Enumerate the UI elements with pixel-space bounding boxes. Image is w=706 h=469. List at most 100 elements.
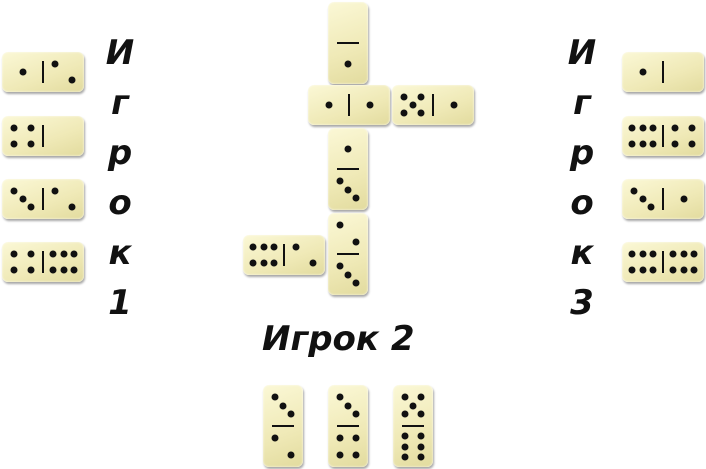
label-character: к <box>570 233 594 273</box>
pip <box>336 451 344 459</box>
pip <box>70 266 78 274</box>
board-domino-1-3[interactable] <box>328 128 368 210</box>
pip <box>292 243 300 251</box>
player2-domino[interactable] <box>328 385 368 467</box>
domino-half-2 <box>43 52 84 92</box>
player2-domino[interactable] <box>263 385 303 467</box>
pip <box>417 393 425 401</box>
pip <box>344 60 352 67</box>
pip <box>344 145 352 152</box>
pip <box>19 195 26 203</box>
pip <box>352 451 360 459</box>
pip <box>639 140 646 148</box>
domino-divider <box>662 61 664 83</box>
pip <box>401 453 409 461</box>
domino-half-2 <box>328 213 368 254</box>
domino-half-6 <box>393 426 433 467</box>
board-domino-0-1[interactable] <box>328 2 368 84</box>
domino-half-1 <box>328 43 368 84</box>
domino-half-1 <box>622 52 663 92</box>
pip <box>352 434 360 442</box>
player3-domino[interactable] <box>622 242 704 282</box>
pip <box>639 250 646 258</box>
pip <box>400 109 408 117</box>
domino-half-1 <box>433 85 474 125</box>
label-character: 1 <box>108 283 132 323</box>
pip <box>68 76 76 84</box>
player1-domino[interactable] <box>2 52 84 92</box>
pip <box>27 140 35 148</box>
label-character: р <box>569 133 595 173</box>
domino-half-6 <box>663 242 704 282</box>
pip <box>649 266 657 274</box>
pip <box>680 250 687 258</box>
domino-half-3 <box>263 385 303 426</box>
pip <box>249 259 257 267</box>
domino-half-4 <box>663 116 704 156</box>
domino-half-2 <box>284 235 325 275</box>
pip <box>628 124 636 132</box>
pip <box>60 266 67 274</box>
pip <box>401 443 409 450</box>
pip <box>628 250 636 258</box>
pip <box>10 266 18 274</box>
pip <box>336 262 344 270</box>
pip <box>336 434 344 442</box>
domino-divider <box>337 425 359 427</box>
pip <box>409 402 417 409</box>
pip <box>336 221 344 229</box>
pip <box>336 177 344 185</box>
pip <box>271 393 279 401</box>
pip <box>10 140 18 148</box>
domino-divider <box>337 168 359 170</box>
domino-divider <box>662 188 664 210</box>
player1-domino[interactable] <box>2 242 84 282</box>
board-domino-5-1[interactable] <box>392 85 474 125</box>
domino-divider <box>662 251 664 273</box>
pip <box>27 266 35 274</box>
pip <box>249 243 257 251</box>
pip <box>669 266 677 274</box>
domino-half-0 <box>328 2 368 43</box>
domino-half-0 <box>663 52 704 92</box>
domino-half-2 <box>263 426 303 467</box>
domino-half-1 <box>349 85 390 125</box>
pip <box>401 410 409 418</box>
domino-half-3 <box>328 254 368 295</box>
pip <box>49 266 57 274</box>
pip <box>260 259 267 267</box>
domino-half-6 <box>43 242 84 282</box>
pip <box>336 393 344 401</box>
pip <box>27 124 35 132</box>
pip <box>688 124 696 132</box>
domino-half-0 <box>43 116 84 156</box>
board-domino-1-1[interactable] <box>308 85 390 125</box>
pip <box>450 101 457 109</box>
pip <box>10 187 18 195</box>
player2-domino[interactable] <box>393 385 433 467</box>
pip <box>352 194 360 202</box>
pip <box>669 250 677 258</box>
domino-half-5 <box>393 385 433 426</box>
player1-domino[interactable] <box>2 179 84 219</box>
pip <box>10 124 18 132</box>
player1-domino[interactable] <box>2 116 84 156</box>
player3-domino[interactable] <box>622 52 704 92</box>
board-domino-6-2[interactable] <box>243 235 325 275</box>
pip <box>27 203 35 211</box>
player3-domino[interactable] <box>622 179 704 219</box>
label-character: о <box>570 183 594 223</box>
pip <box>279 402 287 409</box>
player3-domino[interactable] <box>622 116 704 156</box>
pip <box>344 402 352 409</box>
pip <box>325 101 332 109</box>
domino-half-1 <box>2 52 43 92</box>
domino-half-4 <box>2 116 43 156</box>
pip <box>401 393 409 401</box>
pip <box>639 195 646 203</box>
board-domino-2-3[interactable] <box>328 213 368 295</box>
pip <box>366 101 373 109</box>
pip <box>260 243 267 251</box>
domino-divider <box>272 425 294 427</box>
